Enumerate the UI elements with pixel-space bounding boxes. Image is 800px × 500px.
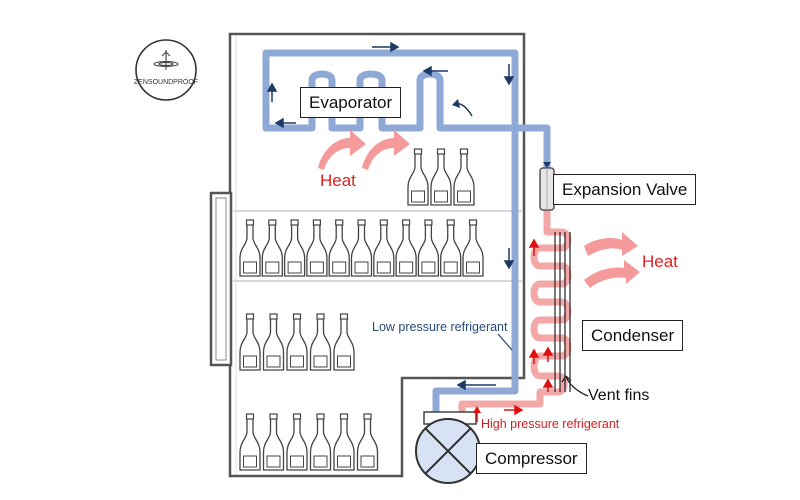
logo-emblem-icon (153, 50, 179, 70)
low-pressure-label: Low pressure refrigerant (372, 320, 508, 334)
high-pressure-label: High pressure refrigerant (481, 417, 620, 431)
flow-arrow-icon (452, 99, 460, 108)
compressor-label: Compressor (476, 443, 587, 474)
vent-fins-icon (554, 232, 571, 392)
flow-arrow-icon (504, 238, 554, 416)
low-pressure-pipe (262, 49, 551, 420)
vent-fins-pointer (565, 375, 589, 397)
heat-out-label: Heat (642, 252, 678, 271)
heat-arrow-icon (318, 130, 410, 170)
heat-in-label: Heat (320, 171, 356, 190)
expansion-valve-label: Expansion Valve (553, 174, 697, 205)
heat-arrow-icon (584, 232, 640, 288)
low-pressure-pointer (497, 333, 513, 351)
flow-arrow-icon (266, 41, 515, 391)
logo-text: ZENSOUNDPROOF (134, 79, 198, 86)
evaporator-label: Evaporator (300, 87, 402, 118)
vent-fins-label: Vent fins (588, 387, 650, 404)
condenser-label: Condenser (582, 320, 684, 351)
bottles-top-shelf (407, 148, 475, 206)
compressor-icon (415, 411, 481, 484)
logo: ZENSOUNDPROOF (134, 39, 198, 101)
expansion-valve-icon (539, 162, 555, 211)
